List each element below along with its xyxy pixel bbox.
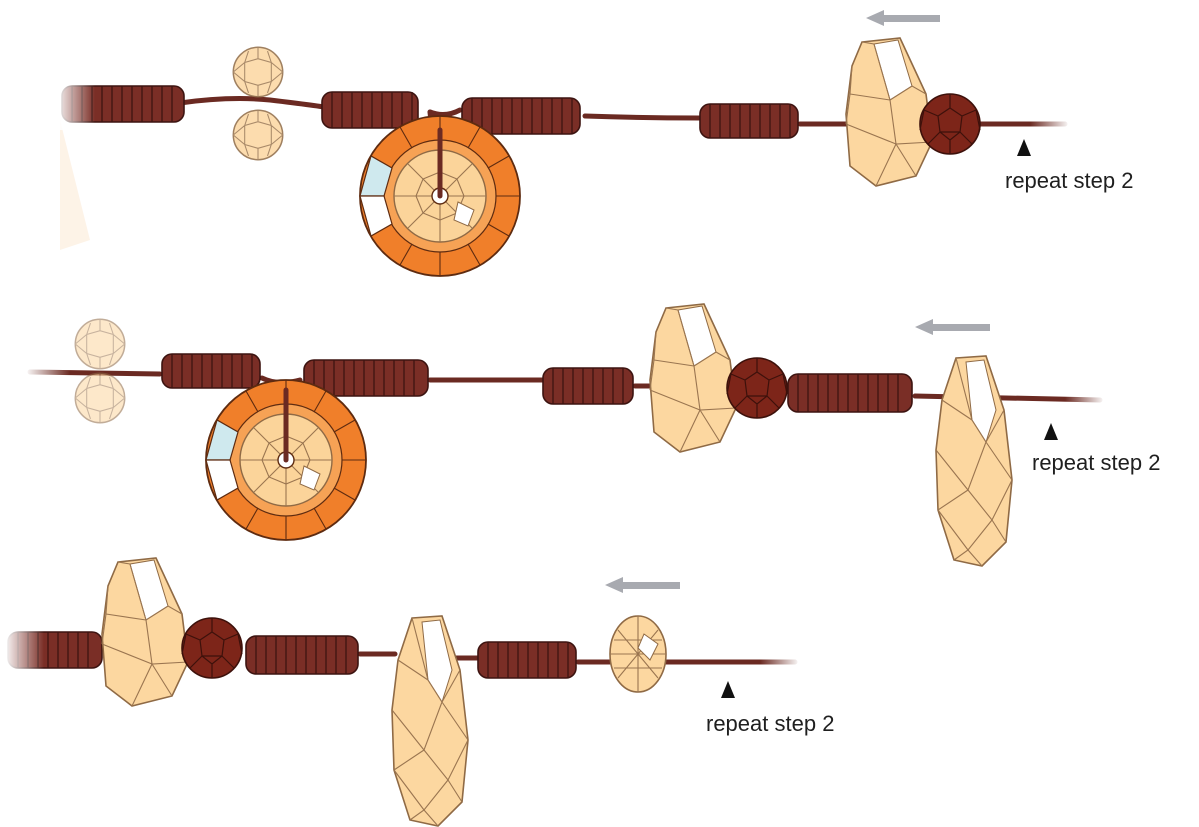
arrow-left-icon — [605, 577, 680, 593]
coil-group — [788, 374, 912, 412]
bicone-pair-bead — [233, 47, 282, 159]
pointer-triangle-icon — [1017, 139, 1031, 156]
coil-group — [700, 104, 798, 138]
dark-round-bead — [920, 94, 980, 154]
arrow-left-icon — [866, 10, 940, 26]
arrow-left-icon — [915, 319, 990, 335]
coil-group — [478, 642, 576, 678]
instruction-label: repeat step 2 — [1032, 450, 1160, 475]
teardrop-bead — [392, 616, 468, 826]
dark-round-bead — [727, 358, 787, 418]
pointer-triangle-icon — [1044, 423, 1058, 440]
coil-group — [162, 354, 260, 388]
faceted-kite-bead — [102, 558, 188, 706]
teardrop-bead — [936, 356, 1012, 566]
instruction-label: repeat step 2 — [1005, 168, 1133, 193]
disc-bead — [360, 112, 520, 276]
faceted-oval-bead — [610, 616, 666, 692]
faceted-kite-bead — [846, 38, 932, 186]
coil-group — [246, 636, 358, 674]
row-2: repeat step 2 — [25, 304, 1160, 566]
pointer-triangle-icon — [721, 681, 735, 698]
disc-bead — [206, 380, 366, 540]
faceted-kite-bead — [650, 304, 736, 452]
coil-group — [543, 368, 633, 404]
instruction-label: repeat step 2 — [706, 711, 834, 736]
dark-round-bead — [182, 618, 242, 678]
row-1: repeat step 2 — [55, 10, 1133, 276]
row-3: repeat step 2 — [4, 558, 834, 826]
coil-group — [322, 92, 418, 128]
